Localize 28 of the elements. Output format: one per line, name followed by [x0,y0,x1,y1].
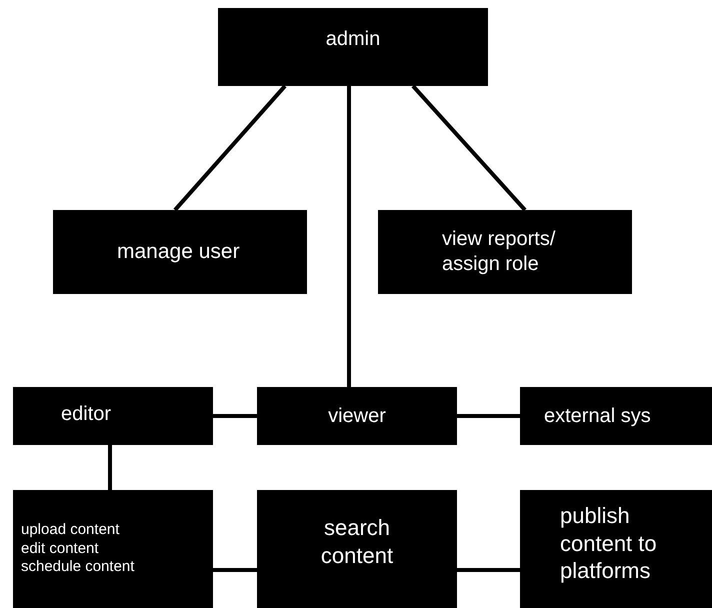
box-label: manage user [117,238,240,265]
box-label: search content [320,514,394,569]
process-box [520,490,712,608]
process-box [378,210,632,294]
connector-line [412,84,526,212]
box-label: publish content to platforms [560,502,658,584]
box-label: viewer [328,404,386,429]
box-label: admin [326,27,380,52]
process-box [53,210,307,294]
box-label: editor [61,402,112,427]
connector-line [347,86,351,387]
box-label: external sys [544,404,651,429]
box-label: upload content [21,520,120,540]
process-box [257,387,457,445]
connector-line [457,568,520,572]
box-label: edit content [21,540,99,558]
process-box [13,490,213,608]
connector-line [213,568,257,572]
process-box [13,387,213,445]
connector-line [174,84,286,212]
process-box [520,387,712,445]
box-label: view reports/ assign role [442,227,556,277]
process-box [257,490,457,608]
connector-line [457,414,520,418]
connector-line [213,414,257,418]
process-box [218,8,488,86]
box-label: schedule content [21,558,134,578]
connector-line [108,445,112,490]
